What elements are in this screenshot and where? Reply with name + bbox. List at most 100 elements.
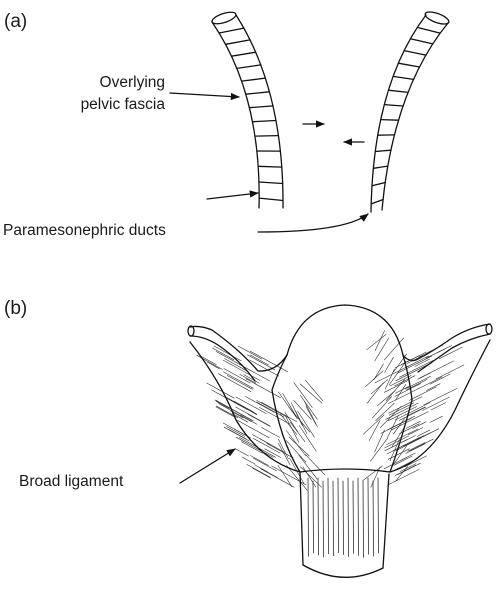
ligament-hatch-right <box>395 465 416 475</box>
cervix-line <box>318 478 319 555</box>
uterus-shade-left <box>283 393 296 416</box>
ligament-hatch-right <box>430 374 450 384</box>
ligament-hatch-right <box>408 428 422 435</box>
cervix-line <box>308 478 309 556</box>
ligament-hatch-left <box>241 442 262 454</box>
uterus-shade-right <box>385 357 394 372</box>
uterus-shade-left <box>298 411 315 437</box>
duct-leader-curve <box>258 214 368 232</box>
ligament-hatch-right <box>436 365 464 379</box>
cervix-hatching <box>308 478 379 557</box>
ligament-hatch-left <box>262 402 297 421</box>
duct-left-ring <box>253 121 277 122</box>
uterine-tube-left-lower <box>190 336 255 381</box>
cervix-line <box>338 478 339 553</box>
duct-right-opening <box>424 9 451 26</box>
ligament-hatch-right <box>420 361 454 378</box>
cervix-line <box>333 481 334 556</box>
uterus-shade-left <box>289 437 309 456</box>
ligament-hatch-left <box>257 401 288 418</box>
ligament-hatch-left <box>238 346 262 359</box>
cervix-line <box>348 478 349 557</box>
ligament-hatch-left <box>214 346 241 361</box>
ligament-hatch-right <box>406 421 420 428</box>
ligament-hatch-left <box>247 464 270 477</box>
fascia-label-line2: pelvic fascia <box>81 96 166 113</box>
fascia-leader-arrow <box>170 93 239 97</box>
ligament-hatch-right <box>419 377 442 389</box>
duct-right-ring <box>404 51 426 56</box>
duct-right-ring <box>371 200 383 204</box>
ligament-hatch-left <box>197 355 223 369</box>
uterine-tube-right-end <box>486 324 492 334</box>
duct-right-ring <box>384 105 403 106</box>
ligament-hatch-left <box>234 401 253 411</box>
ligament-hatch-left <box>248 414 270 426</box>
cervix-line <box>353 481 354 553</box>
cervix-line <box>328 478 329 554</box>
duct-right-inner-wall <box>371 15 426 212</box>
uterus-shade-right <box>378 391 396 406</box>
ligament-hatch-left <box>261 469 295 488</box>
uterus-shade-left <box>278 443 290 464</box>
uterus-shade-left <box>278 439 288 459</box>
cervix-line <box>373 481 374 556</box>
panel-b-label: (b) <box>4 298 27 319</box>
ligament-hatch-right <box>427 384 441 391</box>
duct-right-ring <box>398 63 419 67</box>
duct-left-ring <box>232 52 256 56</box>
ligament-hatch-left <box>216 401 229 408</box>
ligament-hatch-right <box>416 433 430 440</box>
broad-ligament-right-edge <box>390 340 490 472</box>
duct-left-ring <box>219 28 244 33</box>
cervix-bottom <box>303 565 383 577</box>
duct-right-ring <box>388 90 408 92</box>
ligament-leader-arrow <box>180 449 235 483</box>
uterine-tube-left-end <box>188 326 194 336</box>
ligament-hatch-left <box>257 402 284 417</box>
ligament-hatch-left <box>223 360 260 380</box>
duct-right-ring <box>381 120 399 121</box>
duct-right-ring <box>393 76 413 79</box>
uterus-shade-left <box>306 455 325 475</box>
ligament-hatch-right <box>387 436 424 455</box>
ligament-hatch-right <box>409 387 436 400</box>
duct-right-ring <box>410 39 432 44</box>
duct-left-ring <box>246 92 270 94</box>
ligament-hatch-right <box>431 403 446 410</box>
cervix-line <box>358 478 359 555</box>
duct-left-ring <box>226 40 250 44</box>
duct-left-ring <box>249 106 273 108</box>
uterus-shade-right <box>367 383 383 403</box>
ligament-hatch-left <box>225 359 248 372</box>
duct-left-ring <box>242 78 266 81</box>
uterus-shade-left <box>299 455 317 479</box>
cervix-left <box>300 472 303 565</box>
ducts-label: Paramesonephric ducts <box>3 222 166 239</box>
panel-a-label: (a) <box>4 11 27 32</box>
cervix-right <box>383 474 389 568</box>
uterus-shade-right <box>363 466 383 481</box>
duct-right-ring <box>372 183 385 186</box>
ligament-hatch-left <box>199 355 216 364</box>
duct-left-ring <box>255 136 278 137</box>
ligament-hatch-right <box>406 444 425 454</box>
uterine-tube-left <box>190 326 287 371</box>
duct-left-ring <box>258 166 282 167</box>
ligament-hatch-right <box>388 388 419 404</box>
ligament-hatch-left <box>253 438 280 453</box>
uterus-shade-left <box>300 395 317 419</box>
ligament-hatch-left <box>242 457 255 464</box>
duct-right-ring <box>375 150 391 151</box>
ligament-hatch-left <box>262 428 280 438</box>
duct-right-ring <box>373 166 387 168</box>
cervix-collar <box>300 469 390 472</box>
duct-right-outer-wall <box>382 23 448 210</box>
ligament-hatch-right <box>413 422 426 429</box>
cervix-line <box>313 481 314 553</box>
ligament-hatch-left <box>207 383 235 398</box>
ligament-hatch-left <box>255 465 268 472</box>
ligament-label: Broad ligament <box>19 473 124 490</box>
uterus-diagram <box>188 305 492 577</box>
